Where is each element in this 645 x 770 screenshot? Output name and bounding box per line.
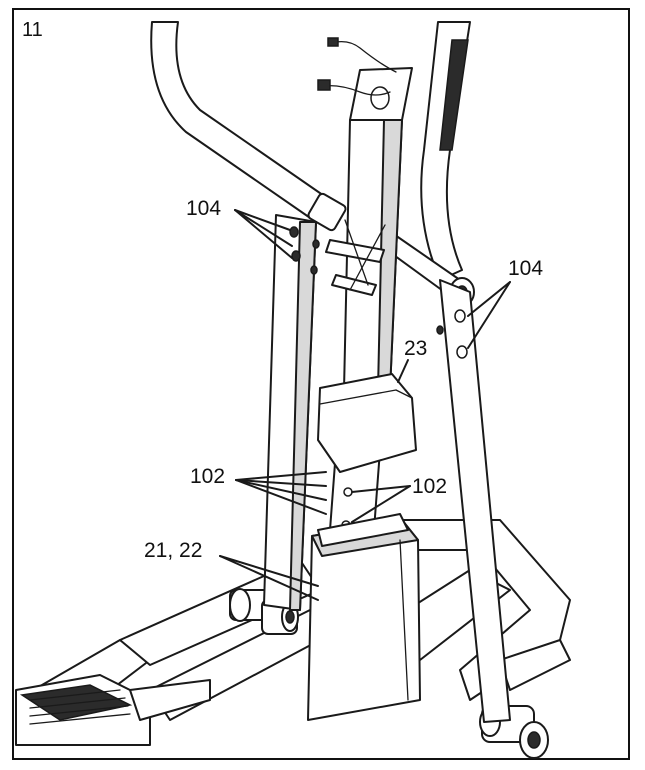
bolts-right bbox=[436, 309, 468, 359]
upper-shroud bbox=[317, 373, 417, 473]
figure-border bbox=[12, 8, 630, 760]
left-lower-leg bbox=[263, 214, 317, 611]
center-mast bbox=[317, 37, 413, 391]
right-lower-leg bbox=[439, 279, 511, 723]
base-shroud bbox=[307, 513, 421, 721]
callout-23: 23 bbox=[404, 337, 428, 360]
step-number: 11 bbox=[22, 19, 43, 41]
callout-104-right: 104 bbox=[508, 257, 544, 280]
callout-leaders bbox=[219, 209, 511, 601]
callout-21-22: 21, 22 bbox=[144, 539, 203, 562]
left-upper-arm bbox=[150, 21, 347, 232]
callout-104-left: 104 bbox=[186, 197, 222, 220]
callout-102-right: 102 bbox=[412, 475, 448, 498]
callout-102-left: 102 bbox=[190, 465, 226, 488]
bolts-left bbox=[289, 226, 320, 275]
left-pedal bbox=[15, 674, 211, 746]
